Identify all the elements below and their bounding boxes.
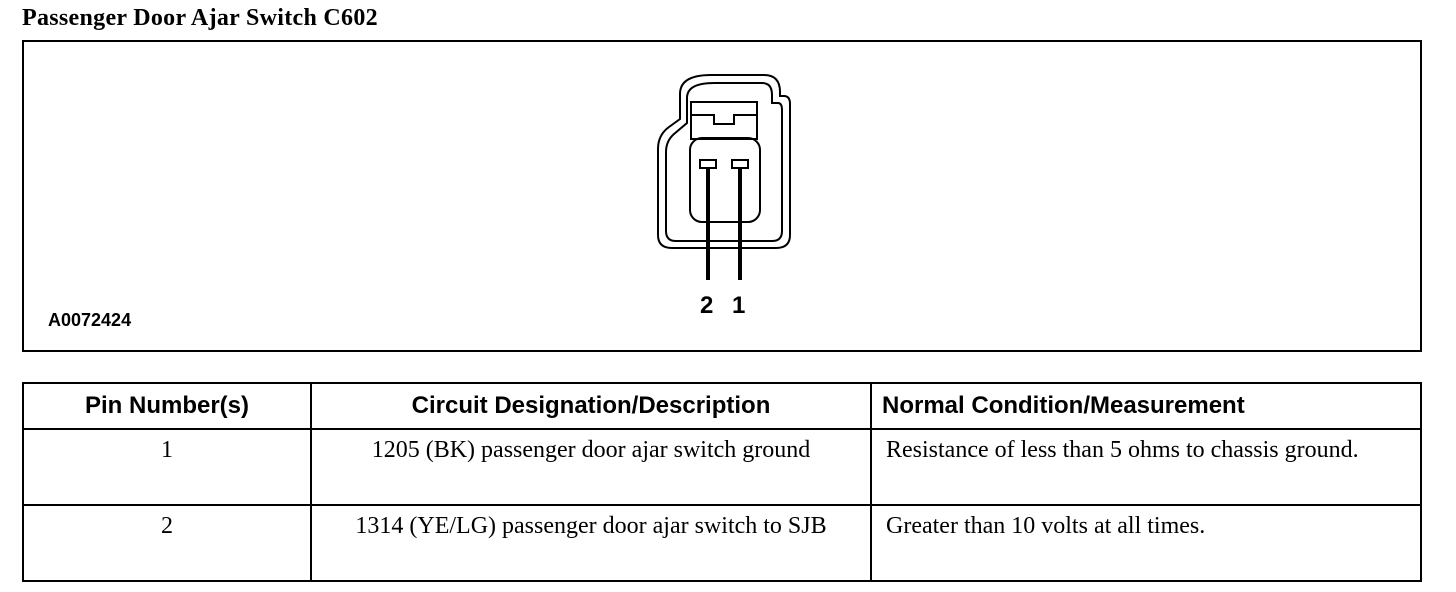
header-pin-number: Pin Number(s) — [22, 382, 312, 430]
connector-figure: 2 1 A0072424 — [22, 40, 1422, 352]
header-circuit: Circuit Designation/Description — [310, 382, 872, 430]
cell-condition: Resistance of less than 5 ohms to chassi… — [870, 428, 1422, 506]
page-title: Passenger Door Ajar Switch C602 — [22, 5, 378, 31]
connector-outer-shell — [657, 74, 791, 249]
pin-label-1: 1 — [732, 292, 746, 319]
terminal-slot-2 — [699, 159, 717, 169]
table-row: 2 1314 (YE/LG) passenger door ajar switc… — [22, 504, 1422, 582]
pin-label-2: 2 — [700, 292, 714, 319]
connector-latch — [690, 101, 758, 140]
pin-cavity-body — [689, 137, 761, 223]
cell-circuit: 1314 (YE/LG) passenger door ajar switch … — [310, 504, 872, 582]
table-row: 1 1205 (BK) passenger door ajar switch g… — [22, 428, 1422, 506]
connector-inner-shell — [665, 82, 783, 242]
cell-condition: Greater than 10 volts at all times. — [870, 504, 1422, 582]
cell-pin: 2 — [22, 504, 312, 582]
table-header-row: Pin Number(s) Circuit Designation/Descri… — [22, 382, 1422, 430]
cell-circuit: 1205 (BK) passenger door ajar switch gro… — [310, 428, 872, 506]
terminal-slot-1 — [731, 159, 749, 169]
latch-notch — [691, 114, 757, 125]
pinout-table: Pin Number(s) Circuit Designation/Descri… — [22, 382, 1422, 582]
header-condition: Normal Condition/Measurement — [870, 382, 1422, 430]
cell-pin: 1 — [22, 428, 312, 506]
figure-id: A0072424 — [48, 310, 132, 330]
connector-face-diagram — [657, 74, 791, 280]
